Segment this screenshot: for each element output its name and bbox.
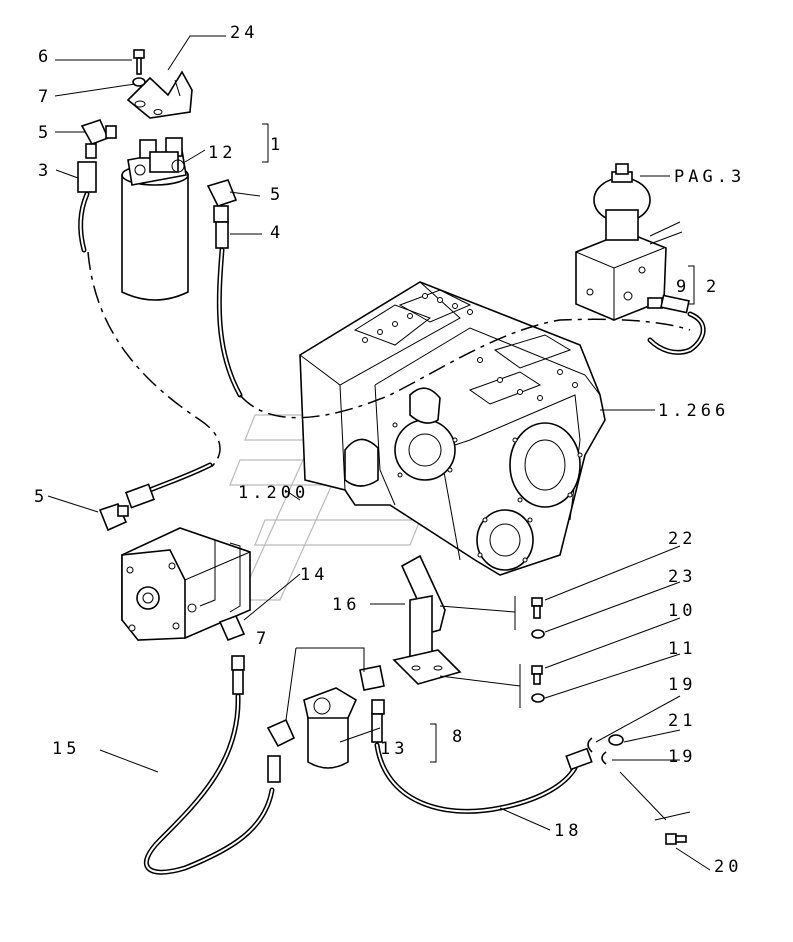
hose-4 [206,179,243,398]
callout-7: 7 [38,87,52,107]
transmission-housing [299,281,606,576]
callout-24: 24 [230,23,258,43]
leader-lines [47,35,711,871]
callout-8: 8 [452,727,466,747]
callout-22: 22 [668,529,696,549]
valve-block [575,163,706,355]
hose-15 [143,614,296,875]
callout-5: 5 [34,487,48,507]
callout-21: 21 [668,711,696,731]
callout-1-200: 1.200 [238,483,309,503]
callout-5: 5 [38,123,52,143]
callout-11: 11 [668,639,696,659]
fasteners-right [531,597,687,845]
filter-13 [303,665,385,769]
callout-3: 3 [38,161,52,181]
callout-14: 14 [300,565,328,585]
callout-13: 13 [380,739,408,759]
callout-1: 1 [270,135,284,155]
callout-19: 19 [668,675,696,695]
hose-3 [77,119,117,253]
callout-9: 9 [676,277,690,297]
callout-16: 16 [332,595,360,615]
callout-labels: 24 6 7 5 12 1 3 5 4 PAG.3 9 2 1.266 5 1.… [34,23,745,877]
filter-12 [121,137,189,301]
callout-10: 10 [668,601,696,621]
hose-18 [374,742,593,814]
bracket-24 [126,49,193,119]
callout-18: 18 [554,821,582,841]
callout-12: 12 [208,143,236,163]
callout-2: 2 [706,277,720,297]
callout-5: 5 [270,185,284,205]
callout-19: 19 [668,747,696,767]
callout-1-266: 1.266 [658,401,729,421]
callout-20: 20 [714,857,742,877]
bracket-16 [392,554,462,685]
callout-15: 15 [52,739,80,759]
callout-pag-3: PAG.3 [674,167,745,187]
callout-4: 4 [270,223,284,243]
callout-7: 7 [256,629,270,649]
pump-inlet-hose [98,462,213,532]
pump-1200 [121,527,251,641]
callout-6: 6 [38,47,52,67]
callout-23: 23 [668,567,696,587]
dashed-hose-paths [87,251,691,469]
